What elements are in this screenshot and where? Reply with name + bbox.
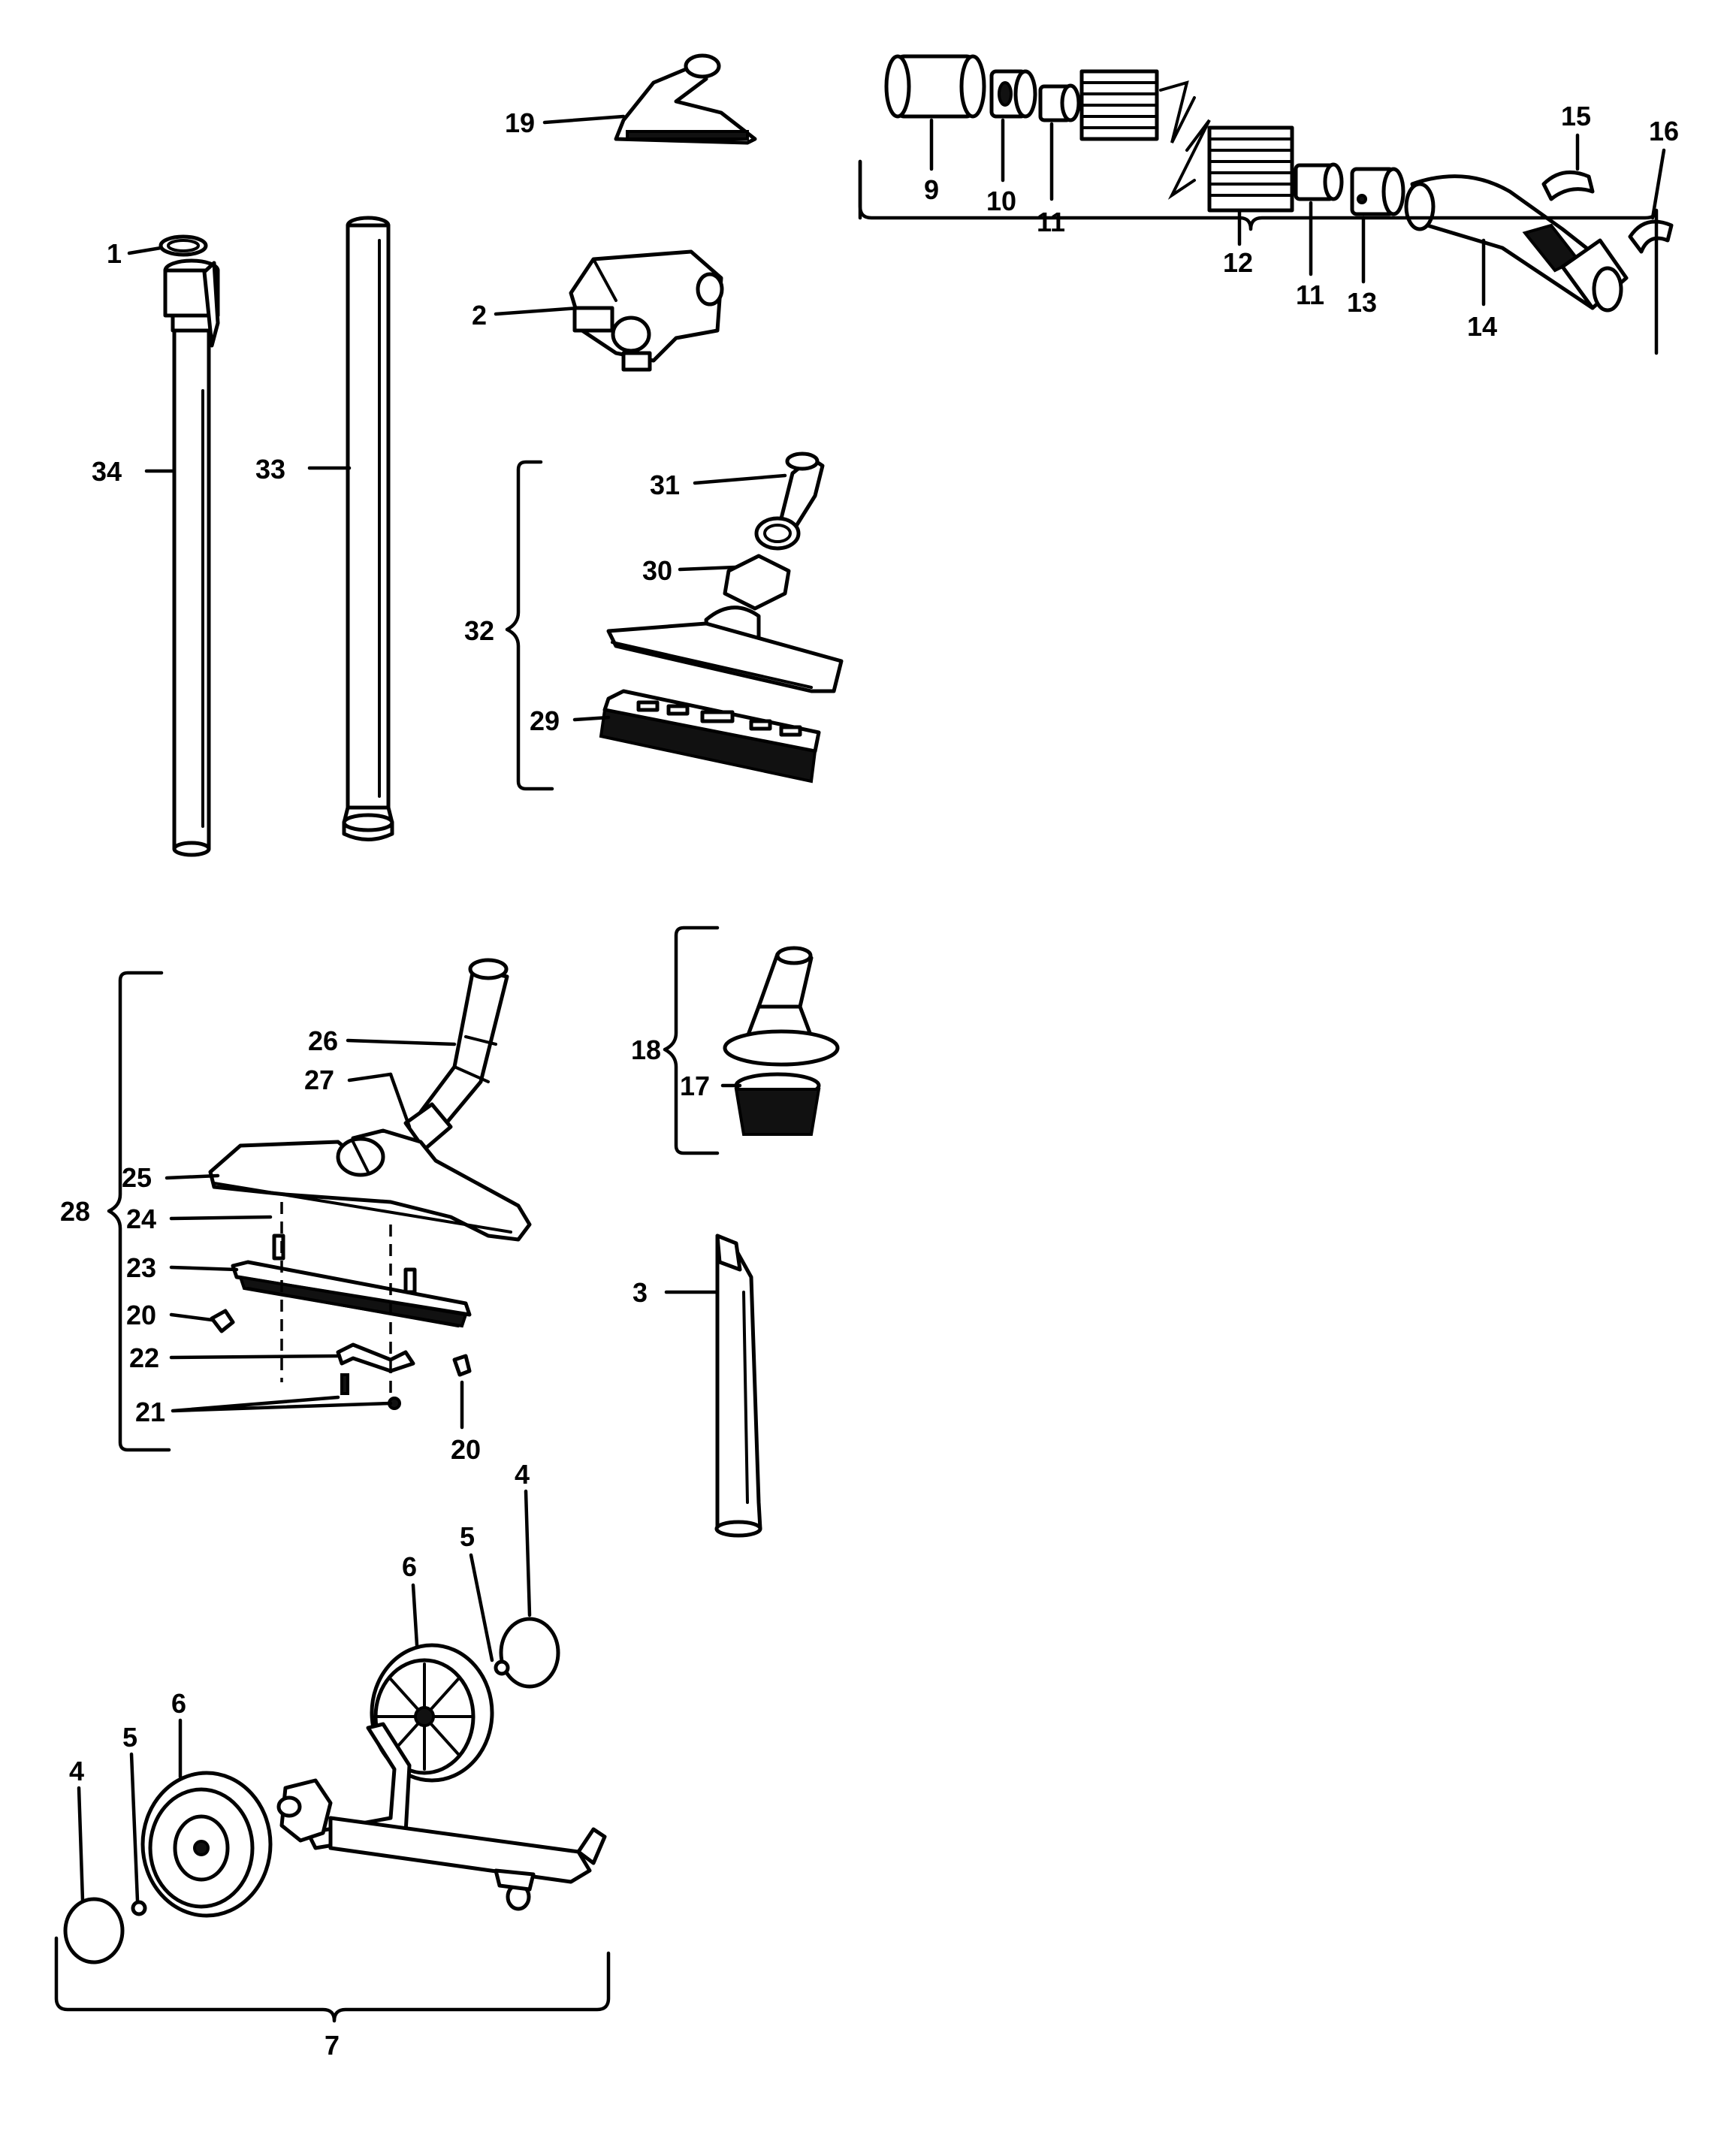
callout-27: 27 [304,1064,334,1095]
callout-31: 31 [650,470,680,500]
callout-15: 15 [1561,101,1591,131]
callout-11b: 11 [1296,279,1324,310]
callout-6a: 6 [402,1551,417,1582]
callout-4b: 4 [69,1756,84,1786]
swivel-part-13 [1350,167,1405,216]
bracket-part-7 [54,1936,611,2023]
callout-1: 1 [107,238,122,269]
callout-12: 12 [1223,247,1253,278]
hose-section-part-12 [1167,119,1294,213]
callout-30: 30 [642,555,672,586]
callout-7: 7 [325,2030,340,2061]
clip-part-20-right [452,1354,472,1377]
callout-11a: 11 [1037,207,1065,237]
callout-5a: 5 [460,1521,475,1552]
callout-25: 25 [122,1162,152,1193]
callout-29: 29 [530,705,560,736]
retainer-part-5-right [494,1659,510,1676]
callout-9: 9 [924,174,939,205]
clip-part-20-left [210,1309,235,1333]
callout-3: 3 [633,1277,648,1308]
callout-13: 13 [1347,287,1377,318]
callout-32: 32 [464,615,494,646]
hose-end-left [1079,69,1196,143]
wheel-part-6-left [140,1771,273,1918]
callout-23: 23 [126,1252,156,1283]
callout-6b: 6 [171,1688,186,1719]
brush-strip-part-29 [599,689,821,784]
floor-tool-part-32 [606,451,844,693]
wand-part-33 [342,216,394,841]
callout-4a: 4 [515,1459,530,1490]
callout-24: 24 [126,1203,156,1234]
bracket-part-28 [107,971,171,1452]
callout-19: 19 [505,107,535,138]
brush-holder-part-23 [231,1260,472,1328]
callout-numbers: 1 34 33 19 2 31 30 32 29 9 10 11 12 11 1… [60,101,1679,2061]
callout-34: 34 [92,456,122,487]
axle-frame [276,1722,607,1911]
crevice-tool-part-3 [714,1234,762,1538]
retainer-part-5-left [131,1900,147,1916]
wheel-part-6-right [370,1643,494,1783]
callout-5b: 5 [122,1722,137,1753]
callout-28: 28 [60,1196,90,1227]
hose-handle-part-14 [1404,174,1629,313]
callout-33: 33 [255,454,285,485]
bracket-part-18 [663,926,720,1155]
callout-2: 2 [472,300,487,331]
callout-10: 10 [986,186,1016,216]
callout-26: 26 [308,1025,338,1056]
leader-lines [77,114,1666,1903]
callout-18: 18 [631,1034,661,1065]
dusting-brush-part-18 [723,946,840,1067]
hubcap-part-4-right [499,1617,560,1689]
adapter-part-2 [569,249,724,372]
callout-16: 16 [1649,116,1679,146]
callout-21: 21 [135,1397,165,1427]
hose-cuff-part-11-right [1294,162,1344,201]
callout-17: 17 [680,1071,710,1101]
assembly-guide-lines [280,1202,392,1397]
upholstery-tool-part-19 [614,53,757,145]
o-ring-part-1 [159,234,208,257]
hose-cuff-part-11-left [1038,83,1081,122]
swivel-part-10 [989,69,1037,119]
hose-clip-part-16 [1628,219,1674,254]
hubcap-part-4-left [63,1897,125,1964]
nozzle-body-part-25 [208,1128,532,1242]
callout-14: 14 [1467,311,1497,342]
hose-clip-part-15 [1541,170,1595,201]
callout-20a: 20 [126,1300,156,1330]
brush-ring-part-17 [734,1072,821,1136]
bracket-part-22 [336,1342,415,1373]
callout-22: 22 [129,1342,159,1373]
hose-coupling-part-9 [884,54,986,119]
callout-20b: 20 [451,1434,481,1465]
bracket-part-32 [505,460,554,791]
wand-part-34 [163,258,220,857]
